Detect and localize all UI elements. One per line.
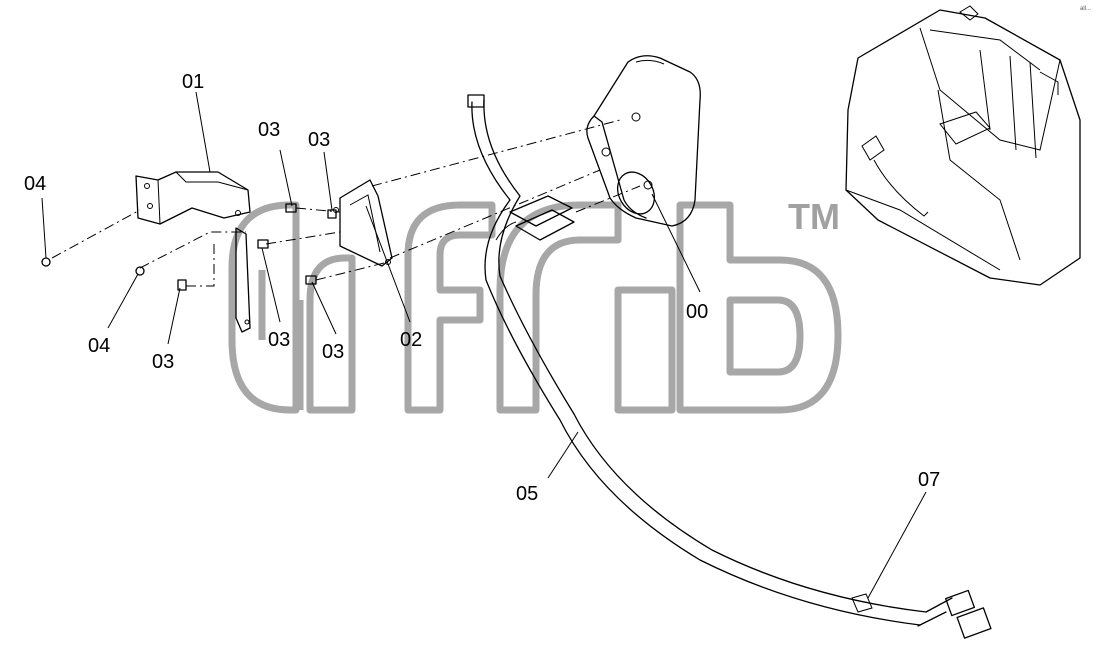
callout-03-mid-left: 03 — [268, 329, 290, 351]
watermark-logo: TM all... — [228, 6, 1091, 414]
screw-03-e — [177, 279, 187, 291]
strap-bracket — [235, 227, 251, 333]
callout-00: 00 — [686, 301, 708, 323]
watermark-trademark: TM — [788, 196, 840, 237]
assembly-centre-lines — [51, 119, 641, 287]
cab-location-inset — [845, 5, 1081, 286]
callout-05: 05 — [516, 483, 538, 505]
leader-lines — [41, 91, 927, 599]
screw-03-b — [327, 209, 337, 219]
callout-03-bottom-left: 03 — [152, 351, 174, 373]
fasteners — [41, 203, 337, 291]
callout-03-top-right: 03 — [308, 129, 330, 151]
wiring-harness-part — [467, 94, 992, 639]
mounting-plate-part-02 — [333, 179, 393, 267]
watermark-corner-text: all... — [1080, 6, 1091, 12]
bolt-04-mid — [135, 266, 145, 276]
bolt-04-left — [41, 257, 51, 267]
callout-07: 07 — [918, 469, 940, 491]
callout-labels: 01 04 04 03 03 03 03 03 02 00 05 07 — [24, 71, 940, 505]
callout-03-mid-right: 03 — [322, 341, 344, 363]
monitor-housing-part — [586, 55, 701, 227]
callout-04-bottom: 04 — [88, 335, 110, 357]
callout-04-left: 04 — [24, 173, 46, 195]
callout-01: 01 — [182, 71, 204, 93]
bracket-part-01 — [135, 171, 251, 225]
callout-02: 02 — [400, 329, 422, 351]
callout-03-top-left: 03 — [258, 119, 280, 141]
